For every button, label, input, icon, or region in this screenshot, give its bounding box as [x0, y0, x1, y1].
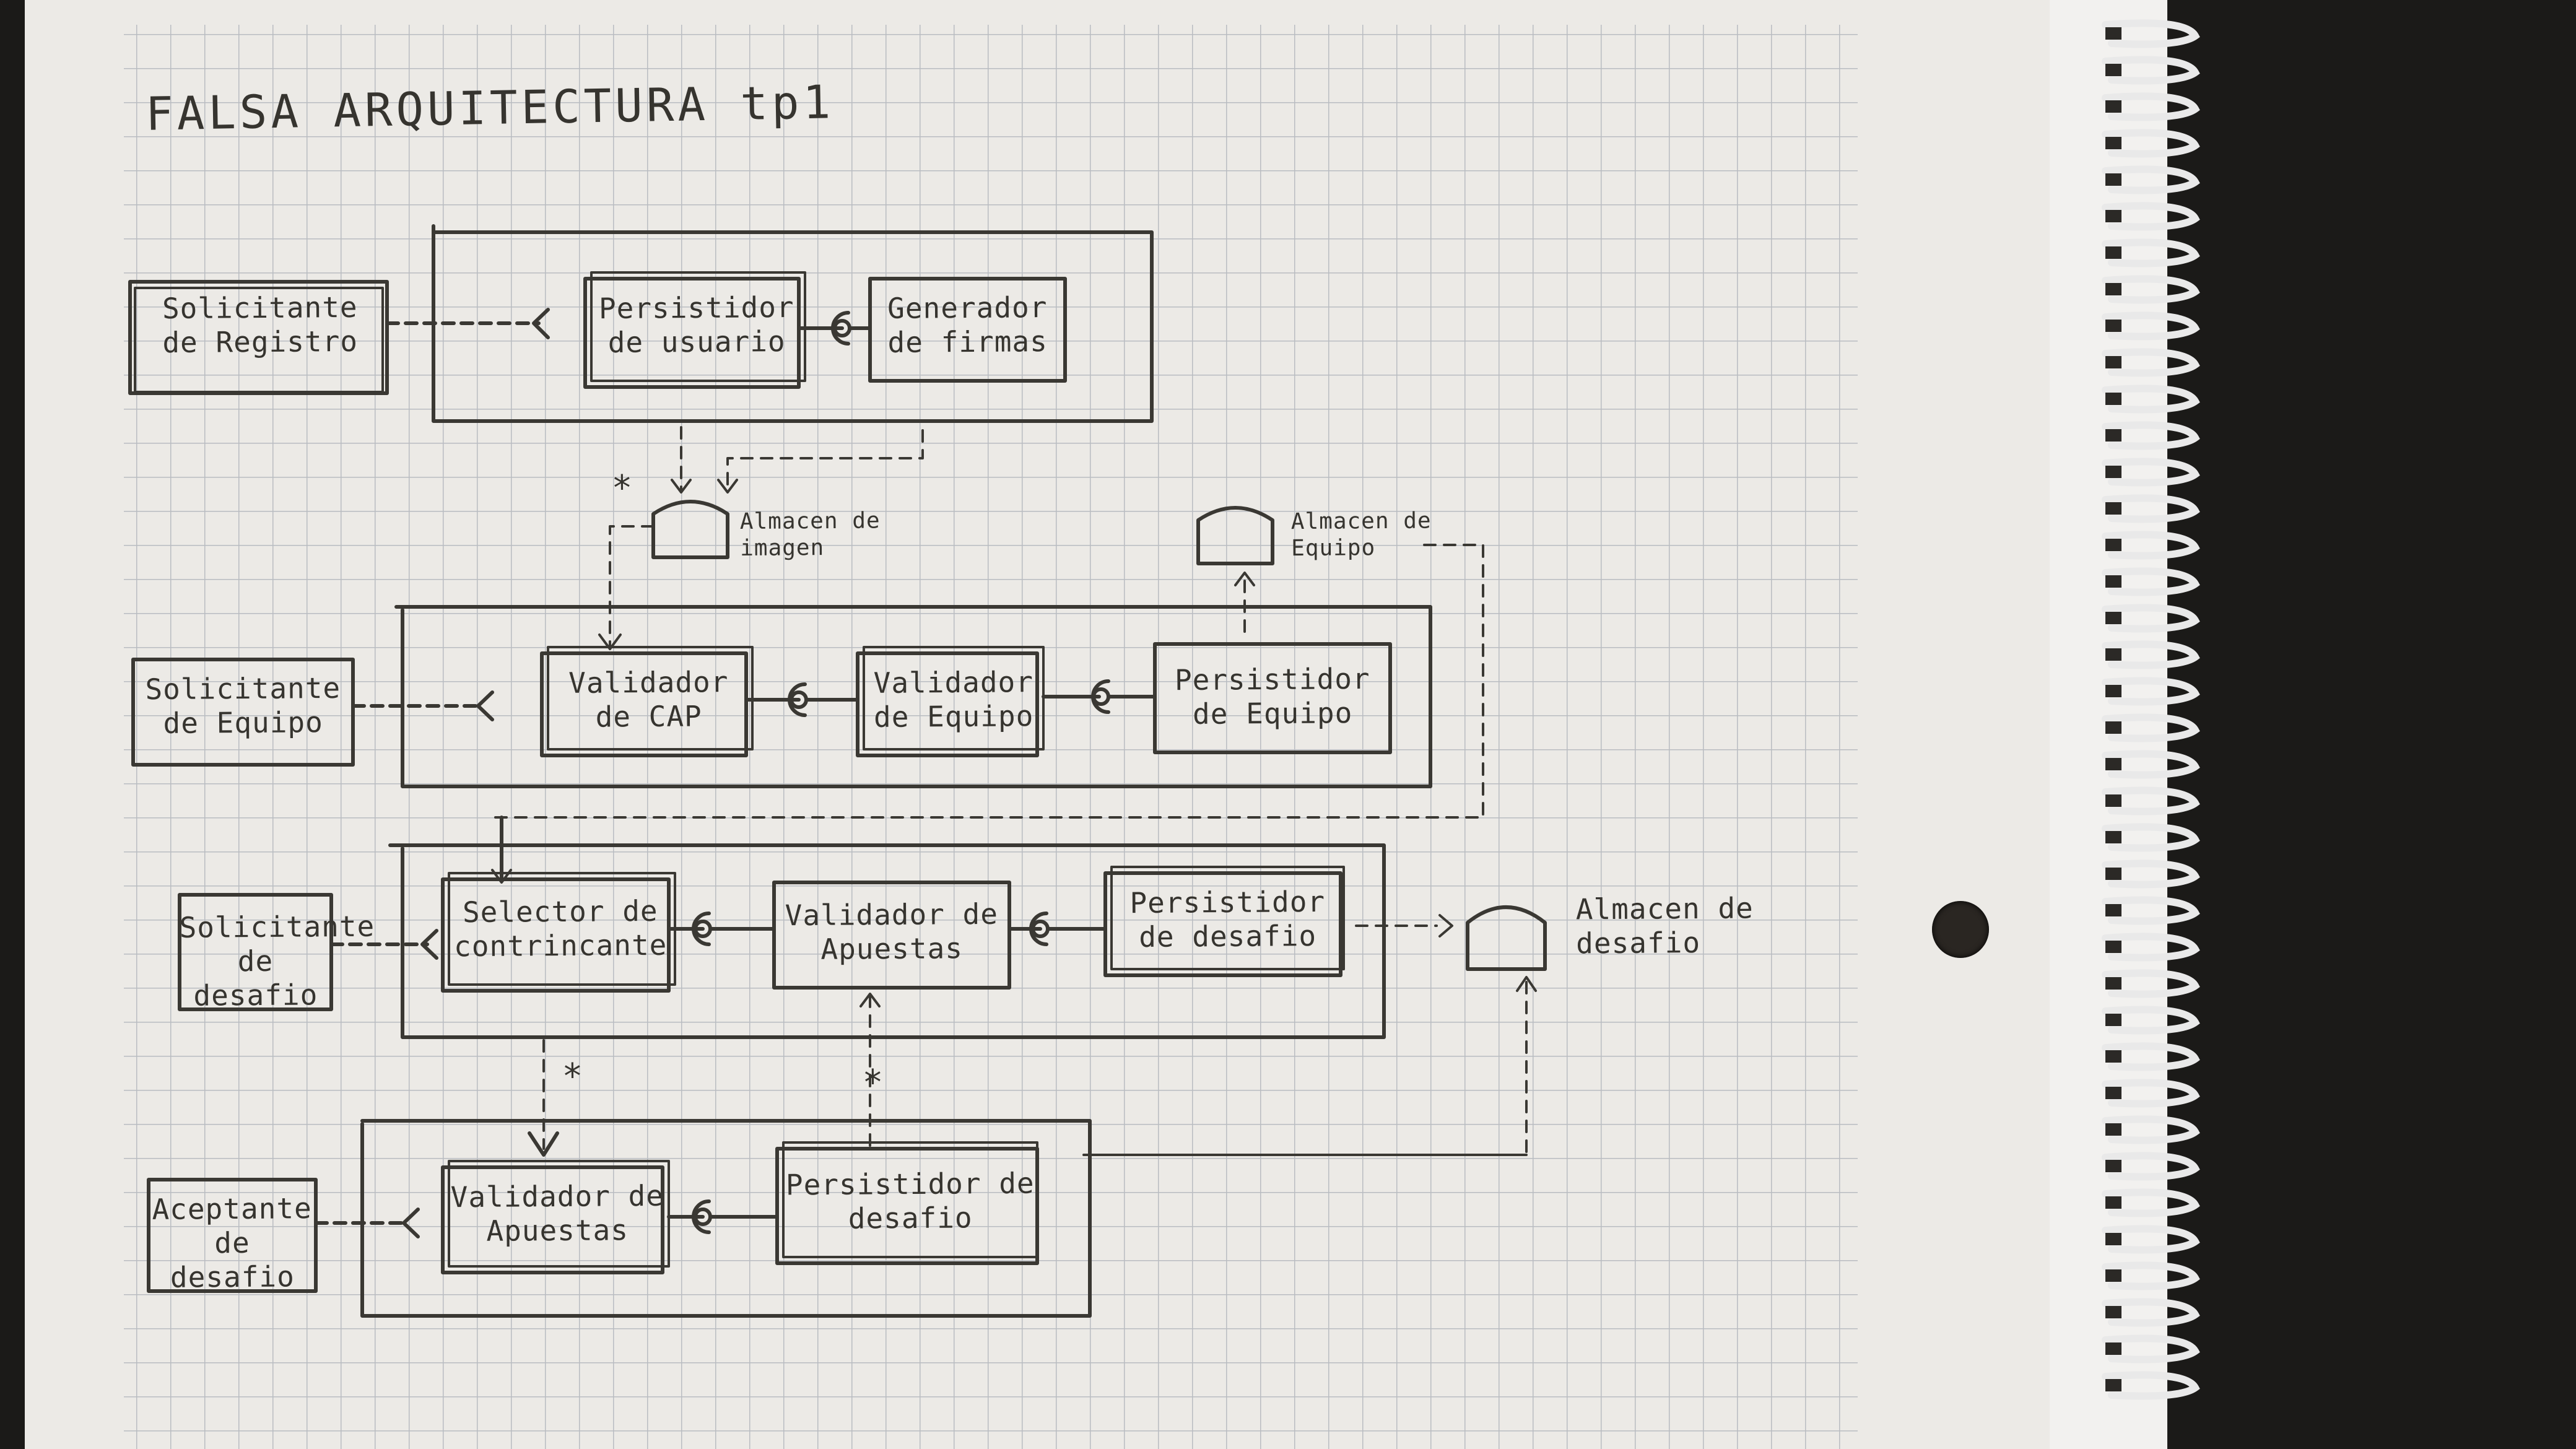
spiral-hole [2105, 100, 2121, 113]
spiral-hole [2105, 539, 2121, 551]
spiral-hole [2105, 466, 2121, 478]
spiral-coil [2102, 604, 2200, 633]
spiral-coil [2102, 202, 2200, 231]
spiral-hole [2105, 210, 2121, 222]
store-almacen-desafio [1082, 905, 1547, 1156]
spiral-coil [2102, 129, 2200, 158]
notebook-page [25, 0, 2167, 1449]
spiral-coil [2102, 494, 2200, 523]
spiral-hole [2105, 1342, 2121, 1355]
spiral-hole [2105, 941, 2121, 953]
store-almacen-imagen [598, 426, 924, 650]
spiral-hole [2105, 502, 2121, 515]
spiral-coil [2102, 1079, 2200, 1108]
spiral-coil [2102, 1261, 2200, 1290]
spiral-hole [2105, 393, 2121, 405]
spiral-hole [2105, 794, 2121, 807]
spiral-coil [2102, 19, 2200, 48]
spiral-hole [2105, 758, 2121, 770]
spiral-hole [2105, 1160, 2121, 1172]
spiral-hole [2105, 1196, 2121, 1209]
spiral-coil [2102, 1115, 2200, 1144]
spiral-hole [2105, 1123, 2121, 1136]
spiral-hole [2105, 283, 2121, 295]
spiral-coil [2102, 92, 2200, 121]
block-equipo [131, 605, 1432, 788]
spiral-hole [2105, 1014, 2121, 1026]
spiral-coil [2102, 750, 2200, 779]
spiral-hole [2105, 648, 2121, 661]
spiral-hole [2105, 137, 2121, 149]
spiral-hole [2105, 1269, 2121, 1282]
spiral-hole [2105, 246, 2121, 259]
spiral-coil [2102, 1152, 2200, 1181]
spiral-coil [2102, 640, 2200, 669]
spiral-coil [2102, 969, 2200, 998]
spiral-hole [2105, 685, 2121, 697]
spiral-coil [2102, 385, 2200, 414]
spiral-coil [2102, 165, 2200, 194]
spiral-coil [2102, 859, 2200, 889]
spiral-hole [2105, 429, 2121, 442]
spiral-coil [2102, 275, 2200, 304]
spiral-coil [2102, 56, 2200, 85]
spiral-hole [2105, 575, 2121, 588]
spiral-coil [2102, 311, 2200, 341]
spiral-coil [2102, 421, 2200, 450]
spiral-hole [2105, 1306, 2121, 1318]
spiral-coil [2102, 896, 2200, 925]
spiral-coil [2102, 348, 2200, 377]
block-registro [128, 224, 1154, 423]
spiral-coil [2102, 1225, 2200, 1254]
binder-hole [1932, 901, 1989, 958]
spiral-coil [2102, 238, 2200, 268]
spiral-hole [2105, 831, 2121, 843]
spiral-coil [2102, 933, 2200, 962]
spiral-coil [2102, 1042, 2200, 1071]
spiral-hole [2105, 1087, 2121, 1099]
spiral-coil [2102, 458, 2200, 487]
spiral-coil [2102, 1371, 2200, 1400]
spiral-coil [2102, 1298, 2200, 1327]
spiral-hole [2105, 320, 2121, 332]
spiral-coil [2102, 786, 2200, 816]
spiral-hole [2105, 1233, 2121, 1245]
block-aceptante [147, 993, 1092, 1318]
spiral-coil [2102, 1188, 2200, 1217]
spiral-coil [2102, 713, 2200, 742]
spiral-coil [2102, 823, 2200, 852]
spiral-hole [2105, 1050, 2121, 1063]
spiral-hole [2105, 27, 2121, 40]
spiral-coil [2102, 531, 2200, 560]
spiral-hole [2105, 1379, 2121, 1391]
spiral-hole [2105, 64, 2121, 76]
spiral-hole [2105, 612, 2121, 624]
spiral-coil [2102, 1006, 2200, 1035]
spiral-coil [2102, 567, 2200, 596]
spiral-hole [2105, 721, 2121, 734]
spiral-hole [2105, 356, 2121, 368]
spiral-binding [2102, 19, 2200, 1400]
spiral-hole [2105, 868, 2121, 880]
spiral-coil [2102, 1334, 2200, 1364]
spiral-hole [2105, 977, 2121, 990]
spiral-coil [2102, 677, 2200, 706]
spiral-hole [2105, 173, 2121, 186]
spiral-hole [2105, 904, 2121, 916]
store-almacen-equipo [494, 506, 1484, 819]
block-desafio [178, 816, 1453, 1039]
